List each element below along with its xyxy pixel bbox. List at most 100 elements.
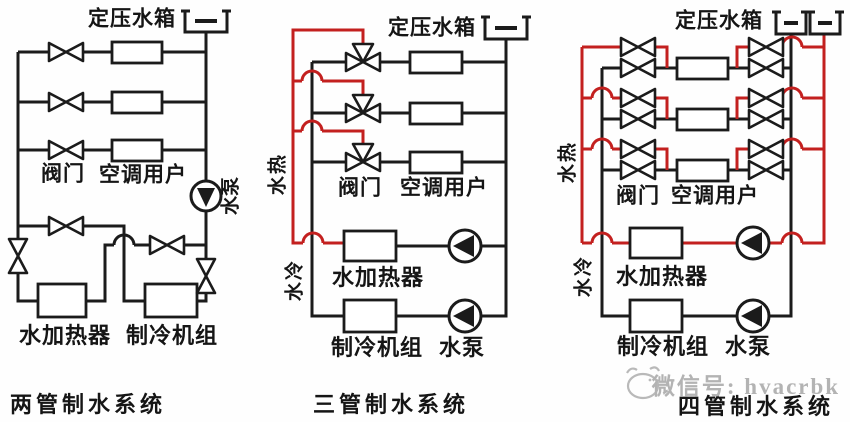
logo-body — [626, 372, 660, 400]
watermark-text: 微信号: hvacrbk — [651, 374, 841, 399]
chiller-label: 制冷机组 — [330, 335, 424, 360]
pipe — [310, 62, 344, 318]
vertical-label-char: 水 — [267, 175, 289, 195]
hot-pipe-jump-arc — [590, 231, 614, 244]
users-label: 空调用户 — [99, 162, 187, 187]
tank-body — [183, 11, 229, 34]
chiller-box — [628, 298, 684, 334]
water-heater-box — [342, 229, 398, 263]
vertical-label-char: 冷 — [573, 257, 595, 277]
heater-label: 水加热器 — [331, 265, 425, 290]
tank-label: 定压水箱 — [388, 15, 476, 40]
tank-label: 定压水箱 — [88, 6, 176, 31]
hot-pipe-jump-arc — [301, 231, 325, 244]
diagram-caption: 两管制水系统 — [9, 392, 167, 417]
heater-label: 水加热器 — [18, 323, 112, 348]
valve-icon — [747, 108, 785, 130]
valve-icon — [619, 57, 657, 79]
valve-label: 阀门 — [616, 183, 660, 208]
expansion-tank-icon — [481, 15, 531, 41]
valve-icon — [148, 234, 186, 256]
valve-icon — [47, 91, 85, 113]
logo-ear — [649, 366, 660, 372]
pipe — [16, 52, 38, 303]
valve-label: 阀门 — [338, 175, 382, 200]
tank-body — [774, 12, 808, 36]
ahu-box — [110, 40, 164, 65]
ahu-box — [408, 101, 464, 126]
three-way-valve-icon — [344, 142, 382, 173]
pump-icon — [447, 298, 483, 334]
hot-pipe-jump-arc — [590, 86, 614, 99]
hot-pipe-jump-arc — [780, 231, 804, 244]
ahu-box — [110, 90, 164, 115]
pump-icon — [735, 225, 771, 261]
hot-water-pipe — [802, 34, 826, 245]
water-heater-box — [36, 282, 88, 319]
water-heater-box — [628, 226, 684, 260]
vertical-label-char: 水 — [557, 163, 579, 183]
pump-label: 水泵 — [220, 176, 242, 216]
valve-icon — [619, 36, 657, 58]
pump-label: 水泵 — [724, 334, 772, 359]
valve-label: 阀门 — [41, 161, 85, 186]
pipe — [682, 34, 793, 318]
diagram-caption: 四管制水系统 — [677, 394, 835, 419]
diagram-four-pipe-system — [580, 10, 844, 334]
hot-pipe-jump-arc — [590, 137, 614, 150]
valve-icon — [619, 108, 657, 130]
tank-body — [808, 12, 842, 36]
valve-icon — [747, 57, 785, 79]
vertical-label-char: 热 — [267, 155, 289, 175]
pipe-jump-arc — [112, 233, 136, 246]
valve-icon — [747, 36, 785, 58]
users-label: 空调用户 — [400, 175, 488, 200]
valve-icon — [195, 257, 217, 295]
hot-water-pipe — [291, 28, 365, 245]
ahu-box — [675, 56, 730, 81]
hot-pipe-jump-arc — [300, 69, 324, 82]
diagram-two-pipe-system — [7, 9, 231, 319]
users-label: 空调用户 — [671, 183, 759, 208]
pump-label: 水泵 — [438, 335, 486, 360]
valve-icon — [747, 87, 785, 109]
vertical-label-char: 水 — [284, 281, 306, 301]
pipe — [600, 68, 630, 318]
tank-label: 定压水箱 — [675, 8, 763, 33]
watermark-logo — [626, 366, 660, 400]
three-way-valve-icon — [344, 93, 382, 124]
chiller-box — [342, 298, 398, 334]
pipe — [86, 243, 114, 303]
ahu-box — [675, 107, 730, 132]
chiller-box — [143, 282, 199, 319]
hot-water-pipe — [322, 129, 365, 144]
valve-icon — [619, 138, 657, 160]
valve-icon — [47, 215, 85, 237]
vertical-label-char: 热 — [557, 143, 579, 163]
chiller-label: 制冷机组 — [125, 323, 219, 348]
pipe — [197, 32, 208, 303]
pipe — [396, 39, 508, 318]
hot-water-pipe — [582, 45, 669, 68]
cold-water-label: 冷水 — [284, 260, 306, 302]
pump-icon — [447, 228, 483, 264]
vertical-label-char: 水 — [573, 277, 595, 297]
pump-icon — [735, 298, 771, 334]
hot-water-pipe — [322, 79, 365, 95]
tank-body — [483, 17, 529, 41]
diagram-caption: 三管制水系统 — [312, 392, 470, 417]
hot-pipe-jump-arc — [300, 119, 324, 132]
pump-icon — [189, 179, 223, 213]
valve-icon — [7, 237, 29, 275]
hot-water-label: 热水 — [557, 142, 579, 184]
ahu-box — [408, 50, 464, 75]
expansion-tank-icon — [772, 10, 810, 36]
valve-icon — [747, 159, 785, 181]
expansion-tank-icon — [181, 9, 231, 34]
logo-ear — [626, 367, 638, 374]
valve-icon — [619, 159, 657, 181]
logo-eye — [648, 378, 652, 382]
expansion-tank-icon — [806, 10, 844, 36]
